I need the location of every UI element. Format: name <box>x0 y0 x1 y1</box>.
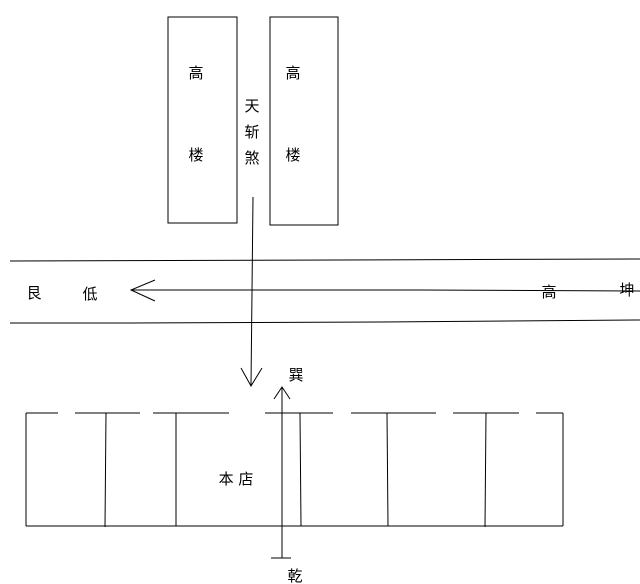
compass-bottom-label: 乾 <box>287 567 302 584</box>
road-bottom-edge <box>10 319 640 324</box>
right-tower-char2: 楼 <box>285 146 300 164</box>
road-top-edge <box>9 258 640 262</box>
gap-label-char1: 天 <box>244 97 259 115</box>
gap-label-char2: 斩 <box>244 123 259 141</box>
road-right-direction: 坤 <box>619 281 634 299</box>
left-tower-char1: 高 <box>188 64 203 82</box>
compass-top-label: 巽 <box>288 366 303 384</box>
road <box>9 258 640 324</box>
compass-arrow <box>271 386 291 559</box>
gap-label-char3: 煞 <box>244 149 259 167</box>
left-tower: 高 楼 <box>167 16 238 224</box>
shop-label: 本 店 <box>219 470 254 488</box>
gap-label: 天 斩 煞 <box>244 97 259 167</box>
road-left-direction: 艮 <box>26 284 41 302</box>
shop-divider <box>104 412 107 528</box>
right-tower-char1: 高 <box>285 64 300 82</box>
shop-divider <box>299 412 302 527</box>
gap-arrow <box>240 196 263 387</box>
road-arrow <box>129 279 640 302</box>
shop-divider <box>386 412 389 527</box>
shop-row <box>25 412 564 528</box>
right-tower: 高 楼 <box>269 16 339 226</box>
road-right-word: 高 <box>541 283 556 301</box>
left-tower-char2: 楼 <box>188 146 203 164</box>
road-left-word: 低 <box>82 285 97 303</box>
shop-divider <box>484 412 487 528</box>
